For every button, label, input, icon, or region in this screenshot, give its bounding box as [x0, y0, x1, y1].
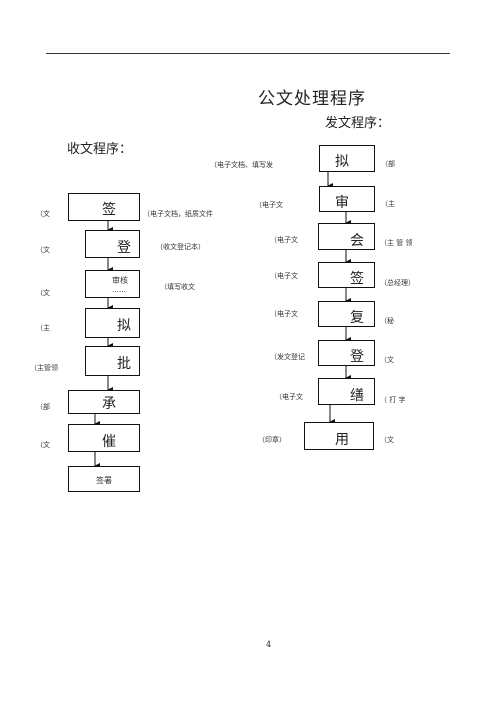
step-left-note: （文: [36, 289, 50, 297]
step-left-note: （电子文: [270, 310, 298, 318]
flow-box: [319, 145, 375, 172]
step-label: 会: [350, 233, 364, 249]
step-label: 登: [117, 240, 131, 256]
step-label: 审核: [112, 276, 128, 285]
flow-box: [318, 378, 375, 405]
step-left-note: （电子文: [275, 393, 303, 401]
step-label: 催: [102, 434, 116, 450]
step-label: 复: [350, 310, 364, 326]
step-right-note: （ 打 字: [380, 396, 406, 404]
header-rule: [46, 53, 450, 54]
step-left-note: （主管领: [30, 364, 58, 372]
step-left-note: （文: [36, 441, 50, 449]
outgoing-section-title: 发文程序：: [325, 116, 391, 131]
step-right-note: （文: [380, 356, 394, 364]
step-right-note: （秘: [380, 317, 394, 325]
step-label: 拟: [117, 318, 131, 334]
step-label: 拟: [335, 154, 349, 170]
incoming-section-title: 收文程序：: [67, 142, 133, 157]
flow-box: [318, 301, 375, 327]
flow-box: [85, 270, 140, 298]
step-right-note: （总经理）: [380, 279, 415, 287]
step-left-note: （文: [36, 210, 50, 218]
step-left-note: （主: [36, 324, 50, 332]
step-left-note: （电子文: [270, 272, 298, 280]
page-title: 公文处理程序: [258, 89, 366, 109]
flow-box: [319, 186, 375, 212]
step-sublabel: ……: [112, 286, 126, 294]
step-label: 用: [335, 432, 349, 448]
step-label: 承: [102, 396, 116, 412]
flow-box: [318, 340, 375, 366]
step-right-note: （文: [380, 436, 394, 444]
step-label: 登: [350, 349, 364, 365]
step-right-note: （部: [381, 160, 395, 168]
step-left-note: （电子文: [255, 201, 283, 209]
step-label: 签: [102, 202, 116, 218]
flow-box: [85, 308, 140, 338]
step-left-note: （部: [36, 403, 50, 411]
step-right-note: （主: [381, 200, 395, 208]
flow-box: [68, 390, 140, 414]
step-right-note: （收文登记本）: [156, 243, 205, 251]
step-label: 审: [335, 195, 349, 211]
step-label: 缮: [350, 388, 364, 404]
step-label: 签署: [96, 476, 112, 485]
step-left-note: （印章）: [258, 436, 286, 444]
flow-box: [68, 193, 140, 221]
step-right-note: （主 管 领: [380, 239, 413, 247]
flow-box: [68, 424, 140, 452]
step-left-note: （文: [36, 246, 50, 254]
page-number: 4: [266, 640, 272, 649]
step-label: 批: [117, 356, 131, 372]
flow-box: [68, 466, 140, 492]
step-left-note: （电子文: [270, 236, 298, 244]
step-left-note: （发文登记: [270, 353, 305, 361]
flow-box: [304, 422, 374, 450]
step-right-note: （填写收文: [160, 283, 195, 291]
flow-box: [318, 223, 375, 250]
step-left-note: （电子文档、填写发: [210, 161, 273, 169]
flow-box: [85, 230, 140, 258]
flow-box: [318, 262, 375, 288]
step-label: 签: [350, 271, 364, 287]
flow-box: [85, 346, 140, 376]
step-right-note: （电子文档，纸质文件: [143, 210, 213, 218]
